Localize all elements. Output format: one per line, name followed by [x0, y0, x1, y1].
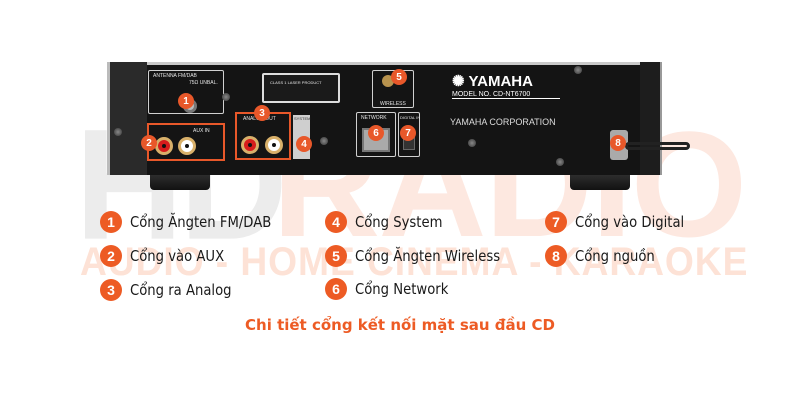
laser-notice-text: CLASS 1 LASER PRODUCT — [270, 80, 322, 85]
screw — [468, 139, 476, 147]
marker-4: 4 — [296, 136, 312, 152]
power-cable — [625, 142, 690, 150]
marker-3: 3 — [254, 105, 270, 121]
marker-1: 1 — [178, 93, 194, 109]
analog-out-right-jack — [241, 136, 259, 154]
digital-in-label: DIGITAL IN — [400, 115, 421, 120]
screw — [320, 137, 328, 145]
legend-number-badge: 4 — [325, 211, 347, 233]
legend-number-badge: 8 — [545, 245, 567, 267]
yamaha-tuning-fork-icon: ✺ — [452, 73, 465, 90]
antenna-impedance-label: 75Ω UNBAL. — [189, 80, 218, 86]
laser-notice-plate: CLASS 1 LASER PRODUCT — [262, 73, 340, 103]
legend-item-6: 6 Cổng Network — [325, 278, 461, 300]
device-foot-right — [570, 172, 630, 190]
legend-item-7: 7 Cổng vào Digital — [545, 211, 699, 233]
analog-out-left-jack — [265, 136, 283, 154]
aux-in-right-jack — [155, 137, 173, 155]
marker-8: 8 — [610, 135, 626, 151]
legend-item-8: 8 Cổng nguồn — [545, 245, 666, 267]
legend-label: Cổng Ăngten FM/DAB — [130, 213, 272, 231]
legend-label: Cổng vào Digital — [575, 213, 685, 231]
network-label: NETWORK — [361, 115, 387, 121]
legend-label: Cổng ra Analog — [130, 281, 232, 299]
legend-label: Cổng Ăngten Wireless — [355, 247, 501, 265]
device-foot-left — [150, 172, 210, 190]
legend-item-5: 5 Cổng Ăngten Wireless — [325, 245, 520, 267]
watermark-tagline: AUDIO - HOME CINEMA - KARAOKE — [80, 240, 749, 284]
antenna-panel: ANTENNA FM/DAB 75Ω UNBAL. — [148, 70, 224, 114]
system-label: SYSTEM — [294, 116, 311, 121]
brand-name: YAMAHA — [468, 73, 533, 90]
marker-6: 6 — [368, 125, 384, 141]
legend-item-4: 4 Cổng System — [325, 211, 454, 233]
digital-in-panel: DIGITAL IN — [398, 112, 420, 157]
device-side-left — [107, 62, 147, 175]
legend-number-badge: 3 — [100, 279, 122, 301]
legend-label: Cổng Network — [355, 280, 449, 298]
model-number: MODEL NO. CD-NT6700 — [452, 91, 561, 99]
legend-number-badge: 1 — [100, 211, 122, 233]
legend-label: Cổng nguồn — [575, 247, 655, 265]
legend-label: Cổng vào AUX — [130, 247, 225, 265]
caption: Chi tiết cổng kết nối mặt sau đầu CD — [245, 316, 555, 334]
legend-number-badge: 7 — [545, 211, 567, 233]
screw — [114, 128, 122, 136]
wireless-label: WIRELESS — [380, 101, 406, 107]
network-panel: NETWORK — [356, 112, 396, 157]
marker-7: 7 — [400, 125, 416, 141]
legend-number-badge: 2 — [100, 245, 122, 267]
screw — [556, 158, 564, 166]
legend-item-1: 1 Cổng Ăngten FM/DAB — [100, 211, 291, 233]
legend-item-3: 3 Cổng ra Analog — [100, 279, 245, 301]
manufacturer-name: YAMAHA CORPORATION — [450, 117, 556, 127]
aux-in-label: AUX IN — [193, 128, 210, 134]
legend-item-2: 2 Cổng vào AUX — [100, 245, 237, 267]
antenna-label: ANTENNA FM/DAB — [153, 73, 197, 79]
marker-5: 5 — [391, 69, 407, 85]
marker-2: 2 — [141, 135, 157, 151]
legend-number-badge: 6 — [325, 278, 347, 300]
brand-logo: ✺ YAMAHA — [452, 72, 533, 90]
device-side-right — [640, 62, 662, 175]
screw — [574, 66, 582, 74]
legend-label: Cổng System — [355, 213, 443, 231]
screw — [222, 93, 230, 101]
aux-in-left-jack — [178, 137, 196, 155]
legend-number-badge: 5 — [325, 245, 347, 267]
